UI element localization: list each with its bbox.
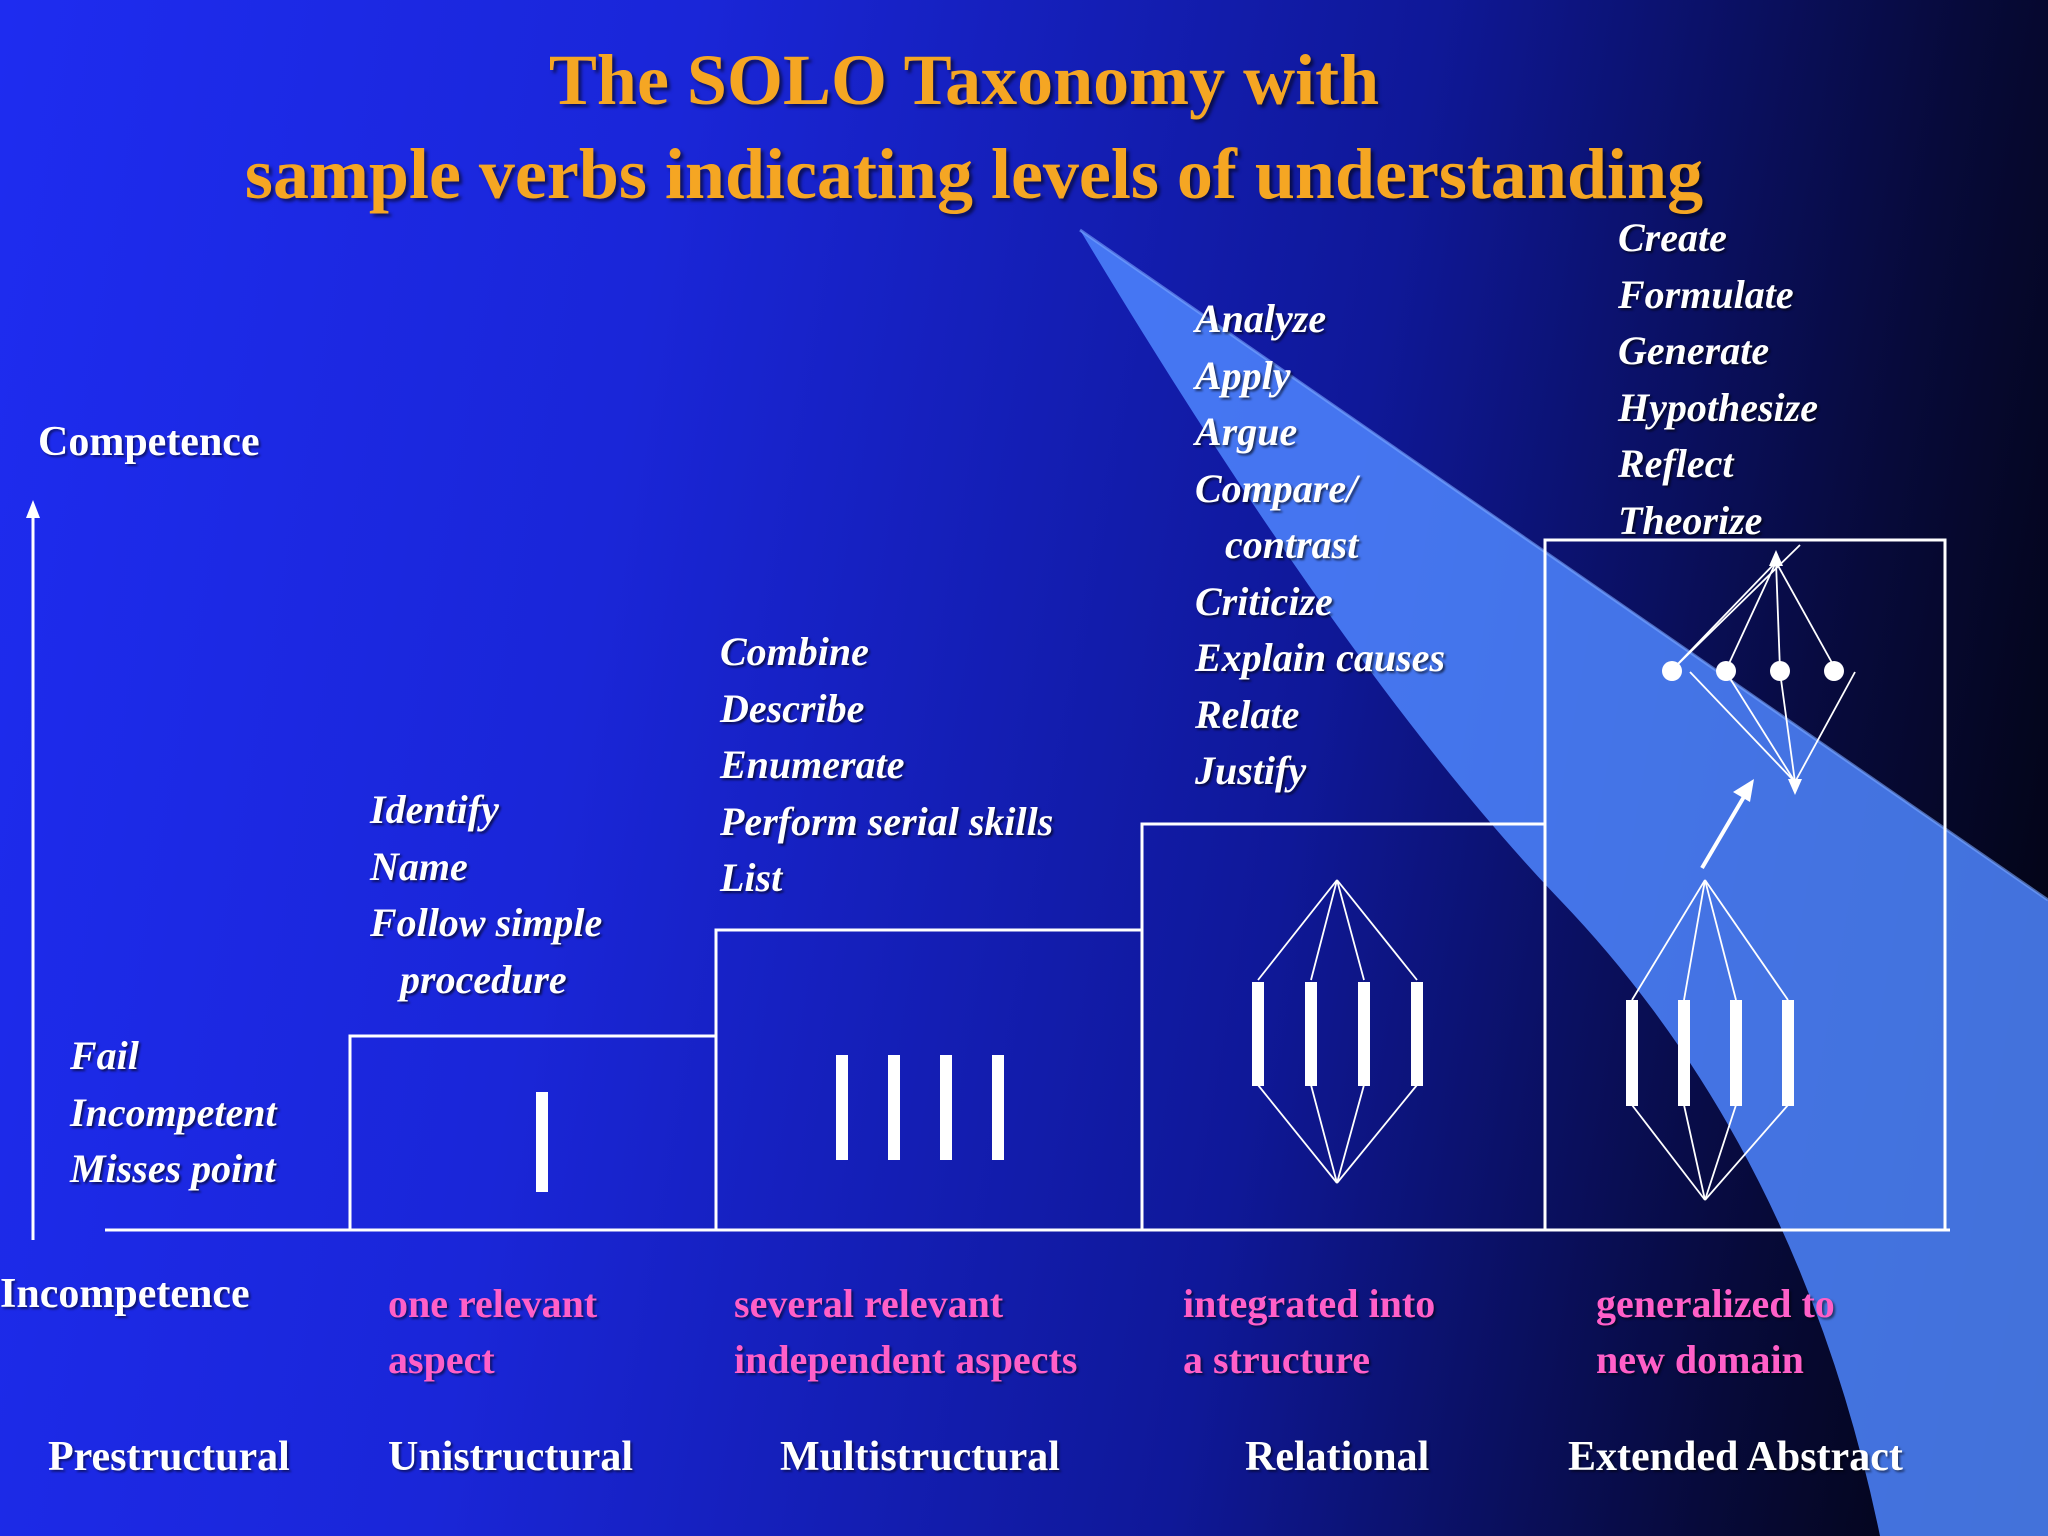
extended-node	[1662, 661, 1682, 681]
descriptor-line: one relevant	[388, 1281, 598, 1326]
verb: Perform serial skills	[720, 798, 1054, 844]
extended-node	[1716, 661, 1736, 681]
verbs-unistructural: Identify Name Follow simple procedure	[370, 782, 602, 1008]
verb: Hypothesize	[1618, 384, 1818, 430]
verb: Criticize	[1195, 578, 1333, 624]
extended-node	[1824, 661, 1844, 681]
verb: Create	[1618, 215, 1727, 260]
verb: Name	[370, 843, 468, 889]
relational-bar	[1305, 982, 1317, 1086]
verb: List	[720, 855, 783, 900]
verbs-relational: Analyze Apply Argue Compare/ contrast Cr…	[1195, 291, 1445, 800]
descriptor-unistructural: one relevant aspect	[388, 1276, 597, 1388]
competence-label: Competence	[38, 419, 260, 465]
axis-arrow-head	[26, 500, 40, 518]
verb: Misses point	[70, 1146, 276, 1191]
verbs-prestructural: Fail Incompetent Misses point	[70, 1028, 277, 1198]
title-line-1: The SOLO Taxonomy with	[548, 40, 1380, 120]
level-steps	[348, 538, 1947, 1230]
verbs-multistructural: Combine Describe Enumerate Perform seria…	[720, 624, 1053, 907]
generalization-arrow	[1700, 779, 1754, 870]
extended-lower-structure	[1626, 879, 1794, 1201]
verb: Compare/	[1195, 465, 1358, 511]
step-relational	[1140, 822, 1547, 1230]
descriptor-line: several relevant	[734, 1281, 1004, 1326]
step-unistructural	[348, 1034, 718, 1230]
multistructural-bars	[836, 1055, 1004, 1160]
verb: Apply	[1195, 352, 1291, 398]
level-label-prestructural: Prestructural	[48, 1434, 290, 1480]
unistructural-bar	[536, 1092, 548, 1192]
verb: Incompetent	[70, 1089, 277, 1135]
descriptor-relational: integrated into a structure	[1183, 1276, 1435, 1388]
verb: Reflect	[1618, 441, 1734, 486]
extended-node	[1770, 661, 1790, 681]
verb: Formulate	[1618, 271, 1794, 317]
incompetence-label: Incompetence	[0, 1271, 250, 1317]
verb: Fail	[70, 1033, 139, 1078]
relational-bar	[1358, 982, 1370, 1086]
verb: Describe	[720, 685, 865, 731]
descriptor-multistructural: several relevant independent aspects	[734, 1276, 1077, 1388]
descriptor-line: integrated into	[1183, 1281, 1436, 1326]
descriptor-line: new domain	[1596, 1337, 1804, 1382]
verb: Argue	[1195, 409, 1298, 454]
verb: Justify	[1195, 748, 1307, 793]
extended-bar	[1678, 1000, 1690, 1106]
verb: Explain causes	[1195, 635, 1446, 680]
title-line-2: sample verbs indicating levels of unders…	[244, 134, 1704, 214]
verb: Theorize	[1618, 497, 1763, 543]
descriptor-line: generalized to	[1596, 1281, 1835, 1326]
verb: Follow simple	[370, 900, 603, 945]
verb: Combine	[720, 629, 869, 674]
extended-bar	[1730, 1000, 1742, 1106]
step-extended-abstract	[1543, 538, 1947, 1230]
descriptor-extended-abstract: generalized to new domain	[1596, 1276, 1835, 1388]
level-label-multistructural: Multistructural	[780, 1434, 1060, 1480]
verb: Enumerate	[720, 742, 905, 787]
level-label-relational: Relational	[1245, 1434, 1430, 1480]
verb: Generate	[1618, 328, 1770, 373]
verb: Relate	[1195, 691, 1300, 737]
extended-upper-structure	[1662, 544, 1856, 795]
descriptor-line: aspect	[388, 1337, 495, 1382]
descriptor-line: a structure	[1183, 1337, 1370, 1382]
verb: Identify	[370, 787, 499, 832]
verb: procedure	[400, 956, 567, 1002]
multistructural-bar	[888, 1055, 900, 1160]
descriptor-line: independent aspects	[734, 1337, 1078, 1382]
relational-structure	[1252, 879, 1423, 1184]
relational-bar	[1252, 982, 1264, 1086]
verb: Analyze	[1195, 296, 1327, 341]
extended-bar	[1626, 1000, 1638, 1106]
multistructural-bar	[836, 1055, 848, 1160]
verb: contrast	[1225, 522, 1359, 567]
multistructural-bar	[992, 1055, 1004, 1160]
step-multistructural	[714, 928, 1144, 1230]
extended-bar	[1782, 1000, 1794, 1106]
relational-bar	[1411, 982, 1423, 1086]
multistructural-bar	[940, 1055, 952, 1160]
level-label-unistructural: Unistructural	[388, 1434, 633, 1480]
verbs-extended-abstract: Create Formulate Generate Hypothesize Re…	[1618, 210, 1818, 549]
level-label-extended-abstract: Extended Abstract	[1568, 1434, 1903, 1480]
